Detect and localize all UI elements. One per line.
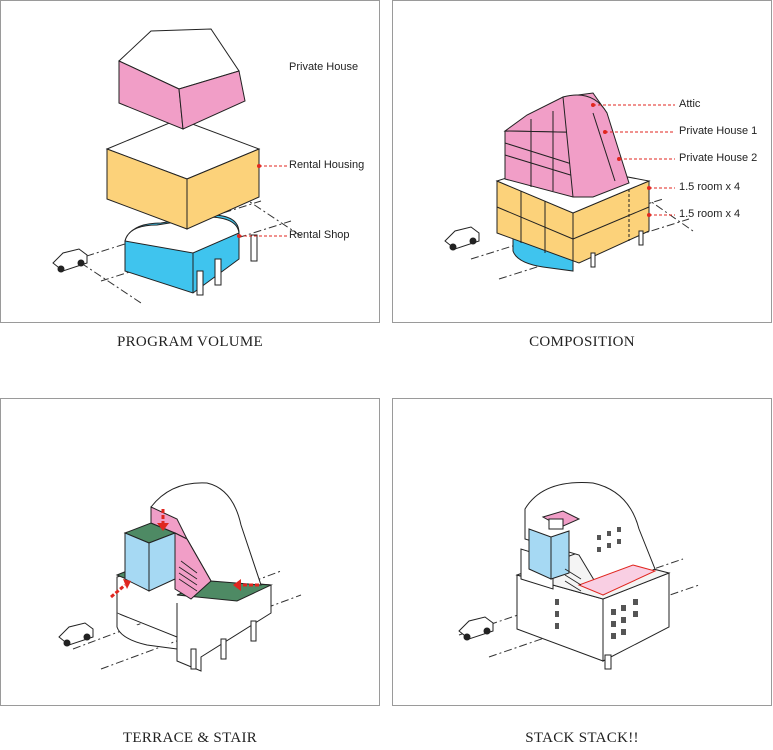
label-rental-shop: Rental Shop <box>289 229 350 241</box>
composition-diagram <box>444 92 694 280</box>
stack-stack-diagram <box>458 482 700 670</box>
access-arrow-icons <box>110 509 259 599</box>
label-room-lower: 1.5 room x 4 <box>679 208 741 220</box>
panel-terrace-stair <box>0 398 380 706</box>
label-private-house-1: Private House 1 <box>679 125 758 137</box>
caption-stack-stack: STACK STACK!! <box>525 730 639 746</box>
private-house-volume <box>118 28 246 130</box>
label-private-house-2: Private House 2 <box>679 152 758 164</box>
caption-composition: COMPOSITION <box>529 334 635 350</box>
panel-stack-stack <box>392 398 772 706</box>
private-houses-volume <box>503 92 630 198</box>
car-icon <box>444 226 480 251</box>
car-icon <box>58 622 94 647</box>
caption-terrace-stair: TERRACE & STAIR <box>122 730 258 746</box>
program-volume-diagram <box>52 28 302 304</box>
terrace-stair-diagram <box>58 482 302 672</box>
label-rental-housing: Rental Housing <box>289 159 365 171</box>
label-private-house: Private House <box>289 61 359 73</box>
car-icon <box>52 248 88 273</box>
label-room-upper: 1.5 room x 4 <box>679 181 741 193</box>
rental-housing-volume <box>105 118 261 230</box>
panel-program-volume: Private House Rental Housing Rental Shop <box>0 0 380 323</box>
car-icon <box>458 616 494 641</box>
label-attic: Attic <box>679 98 701 110</box>
caption-program-volume: PROGRAM VOLUME <box>116 334 264 350</box>
panel-composition: Attic Private House 1 Private House 2 1.… <box>392 0 772 323</box>
